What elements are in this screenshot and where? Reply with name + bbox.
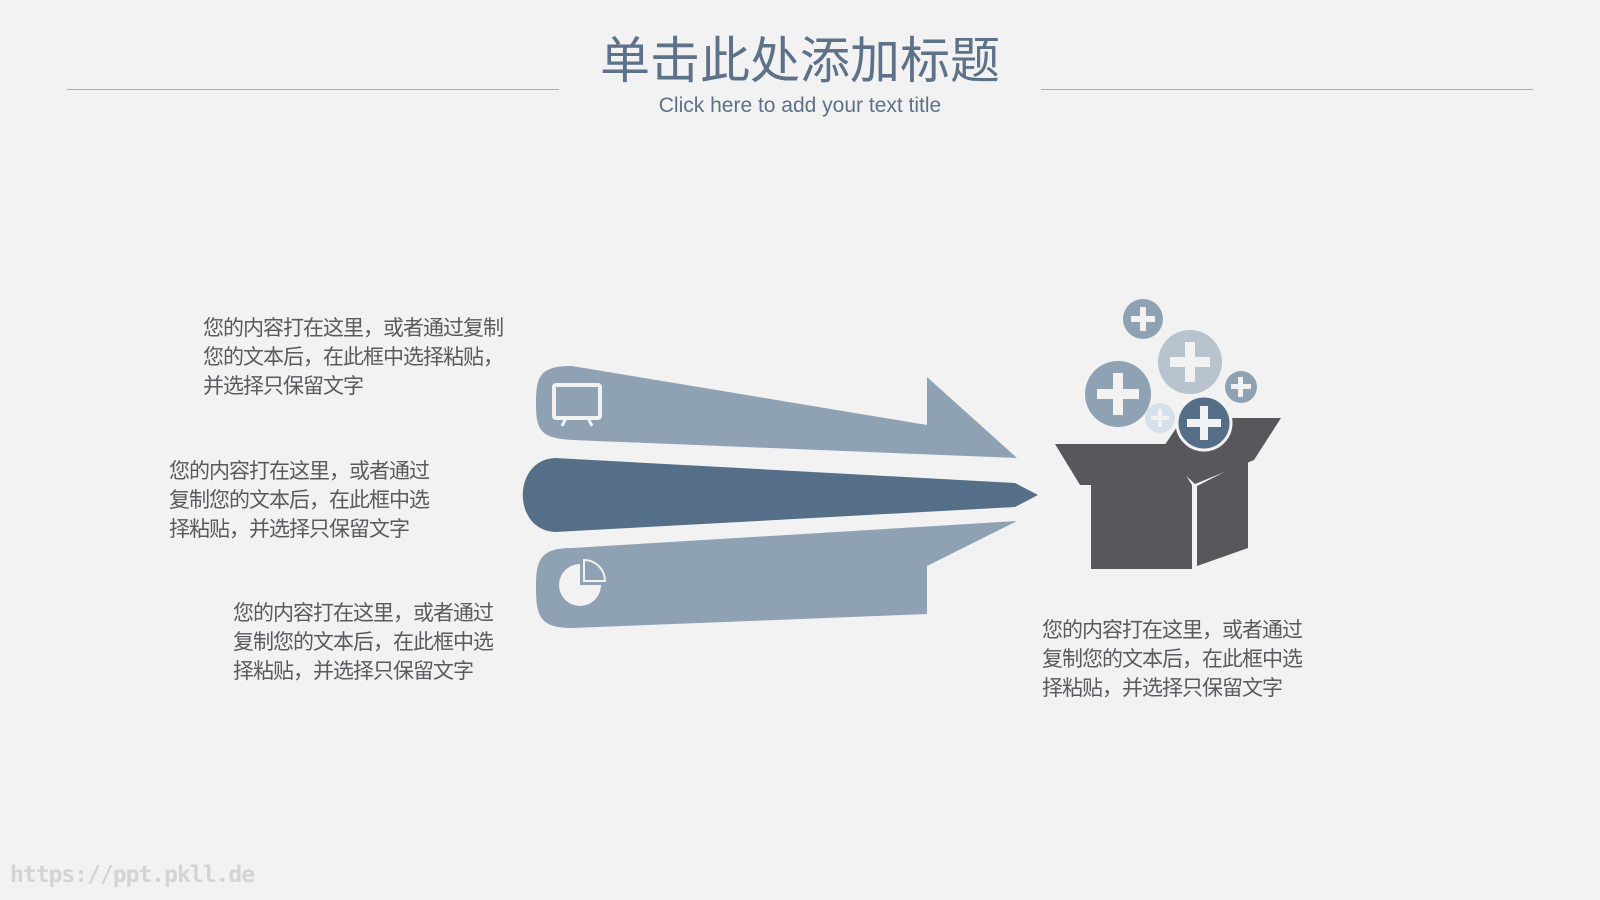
text-block-2[interactable]: 您的内容打在这里，或者通过复制您的文本后，在此框中选择粘贴，并选择只保留文字 xyxy=(169,459,430,541)
plus-icon xyxy=(1085,361,1151,427)
pie-chart-icon xyxy=(559,558,607,606)
page-title[interactable]: 单击此处添加标题 xyxy=(600,32,1000,90)
page-subtitle[interactable]: Click here to add your text title xyxy=(658,94,942,117)
text-block-1[interactable]: 您的内容打在这里，或者通过复制您的文本后，在此框中选择粘贴，并选择只保留文字 xyxy=(203,316,504,398)
header-rule-right xyxy=(1041,89,1533,90)
presentation-board-icon xyxy=(552,383,602,427)
arrow-middle xyxy=(522,458,1038,532)
text-block-4[interactable]: 您的内容打在这里，或者通过复制您的文本后，在此框中选择粘贴，并选择只保留文字 xyxy=(1042,618,1303,700)
plus-icon xyxy=(1123,299,1163,339)
arrow-bottom xyxy=(536,521,1017,628)
text-block-3[interactable]: 您的内容打在这里，或者通过复制您的文本后，在此框中选择粘贴，并选择只保留文字 xyxy=(233,601,494,683)
plus-icon xyxy=(1225,371,1257,403)
watermark: https://ppt.pkll.de xyxy=(10,862,255,888)
arrow-top xyxy=(536,366,1017,458)
plus-icon xyxy=(1175,394,1233,452)
plus-icon xyxy=(1145,403,1175,433)
plus-icon xyxy=(1158,330,1222,394)
open-box-icon xyxy=(1055,418,1281,569)
header-rule-left xyxy=(67,89,559,90)
